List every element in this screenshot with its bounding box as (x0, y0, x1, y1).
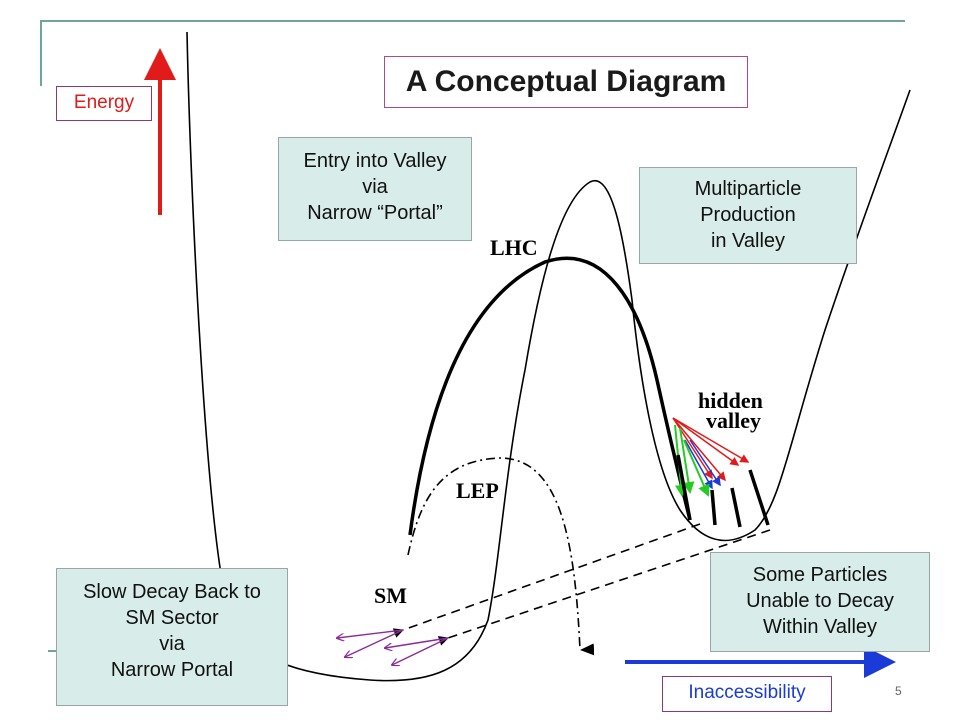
valley-green-3 (683, 439, 710, 497)
lhc-arc (408, 256, 692, 536)
decay-path-upper (392, 523, 701, 638)
valley-green-2 (679, 427, 695, 494)
multiparticle-note-line-2: Production (700, 204, 796, 226)
decay-path-lower (437, 529, 771, 646)
valley-red-3 (672, 417, 726, 482)
lep-arc (407, 457, 595, 656)
sm-product-2 (345, 629, 404, 657)
energy-label: Energy (56, 86, 152, 121)
sm-product-4 (392, 637, 449, 665)
stuck-particle-2 (710, 489, 717, 526)
entry-note-line-3: Narrow “Portal” (307, 202, 443, 224)
hidden-valley-label-line-2: valley (706, 408, 761, 433)
frame-left-line (40, 20, 42, 86)
multiparticle-note-line-3: in Valley (710, 230, 786, 252)
some-particles-note-line-1: Some Particles (752, 564, 888, 586)
valley-red-1 (672, 417, 750, 463)
some-particles-note: Some Particles Unable to Decay Within Va… (710, 552, 930, 652)
hidden-valley-label-line-1: hidden (698, 388, 763, 413)
slow-decay-note-line-3: via (159, 633, 185, 655)
some-particles-note-line-3: Within Valley (762, 616, 878, 638)
valley-red-2 (672, 417, 740, 466)
multiparticle-note: Multiparticle Production in Valley (639, 167, 857, 264)
valley-blue-2 (689, 439, 721, 487)
lep-label: LEP (456, 478, 499, 503)
sm-product-3 (385, 637, 449, 648)
sm-label: SM (374, 583, 407, 608)
entry-note-line-1: Entry into Valley (303, 150, 447, 172)
stuck-particle-4 (748, 469, 770, 526)
valley-blue-1 (684, 439, 713, 490)
slow-decay-note-line-4: Narrow Portal (110, 659, 234, 681)
diagram-title: A Conceptual Diagram (384, 56, 748, 108)
some-particles-note-line-2: Unable to Decay (746, 590, 894, 612)
stuck-particle-3 (730, 487, 742, 528)
stuck-particle-1 (676, 454, 692, 521)
page-number: 5 (895, 684, 902, 698)
valley-red-4 (672, 417, 713, 480)
sm-product-1 (337, 629, 404, 638)
entry-note: Entry into Valley via Narrow “Portal” (278, 137, 472, 241)
slow-decay-note-line-1: Slow Decay Back to (83, 581, 261, 603)
multiparticle-note-line-1: Multiparticle (694, 178, 802, 200)
frame-top-line (40, 20, 905, 22)
inaccessibility-label: Inaccessibility (662, 676, 832, 712)
lhc-label: LHC (490, 235, 538, 260)
entry-note-line-2: via (362, 176, 388, 198)
slow-decay-note-line-2: SM Sector (125, 607, 219, 629)
slow-decay-note: Slow Decay Back to SM Sector via Narrow … (56, 568, 288, 706)
